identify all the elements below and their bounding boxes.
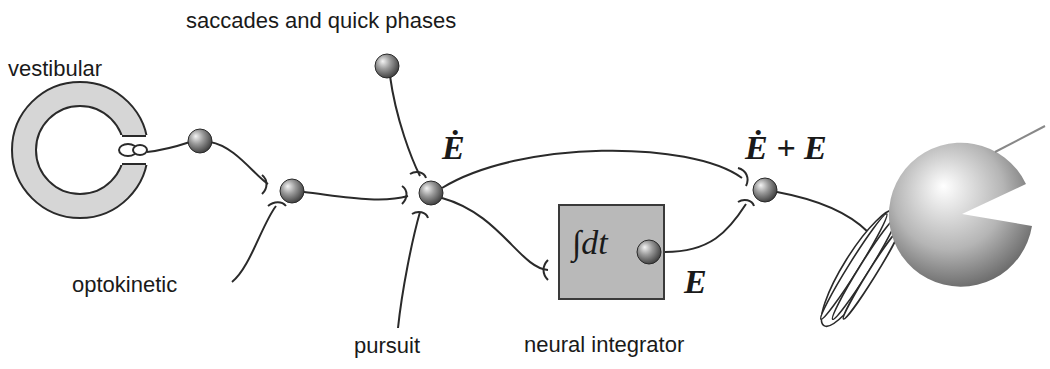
integral-symbol: ∫dt bbox=[572, 224, 608, 262]
integrator-neuron bbox=[634, 237, 664, 267]
input-label: vestibular bbox=[8, 56, 102, 81]
input-label: optokinetic bbox=[72, 272, 177, 297]
input-label: pursuit bbox=[354, 333, 420, 358]
input-label: saccades and quick phases bbox=[186, 8, 456, 33]
signal-symbol: Ė bbox=[442, 128, 465, 167]
node-heading: neural integrator bbox=[524, 332, 684, 358]
signal-symbol: Ė + E bbox=[745, 128, 827, 167]
integrator-box: ∫dtneural integrator bbox=[558, 204, 665, 300]
signal-symbol: E bbox=[684, 262, 707, 301]
